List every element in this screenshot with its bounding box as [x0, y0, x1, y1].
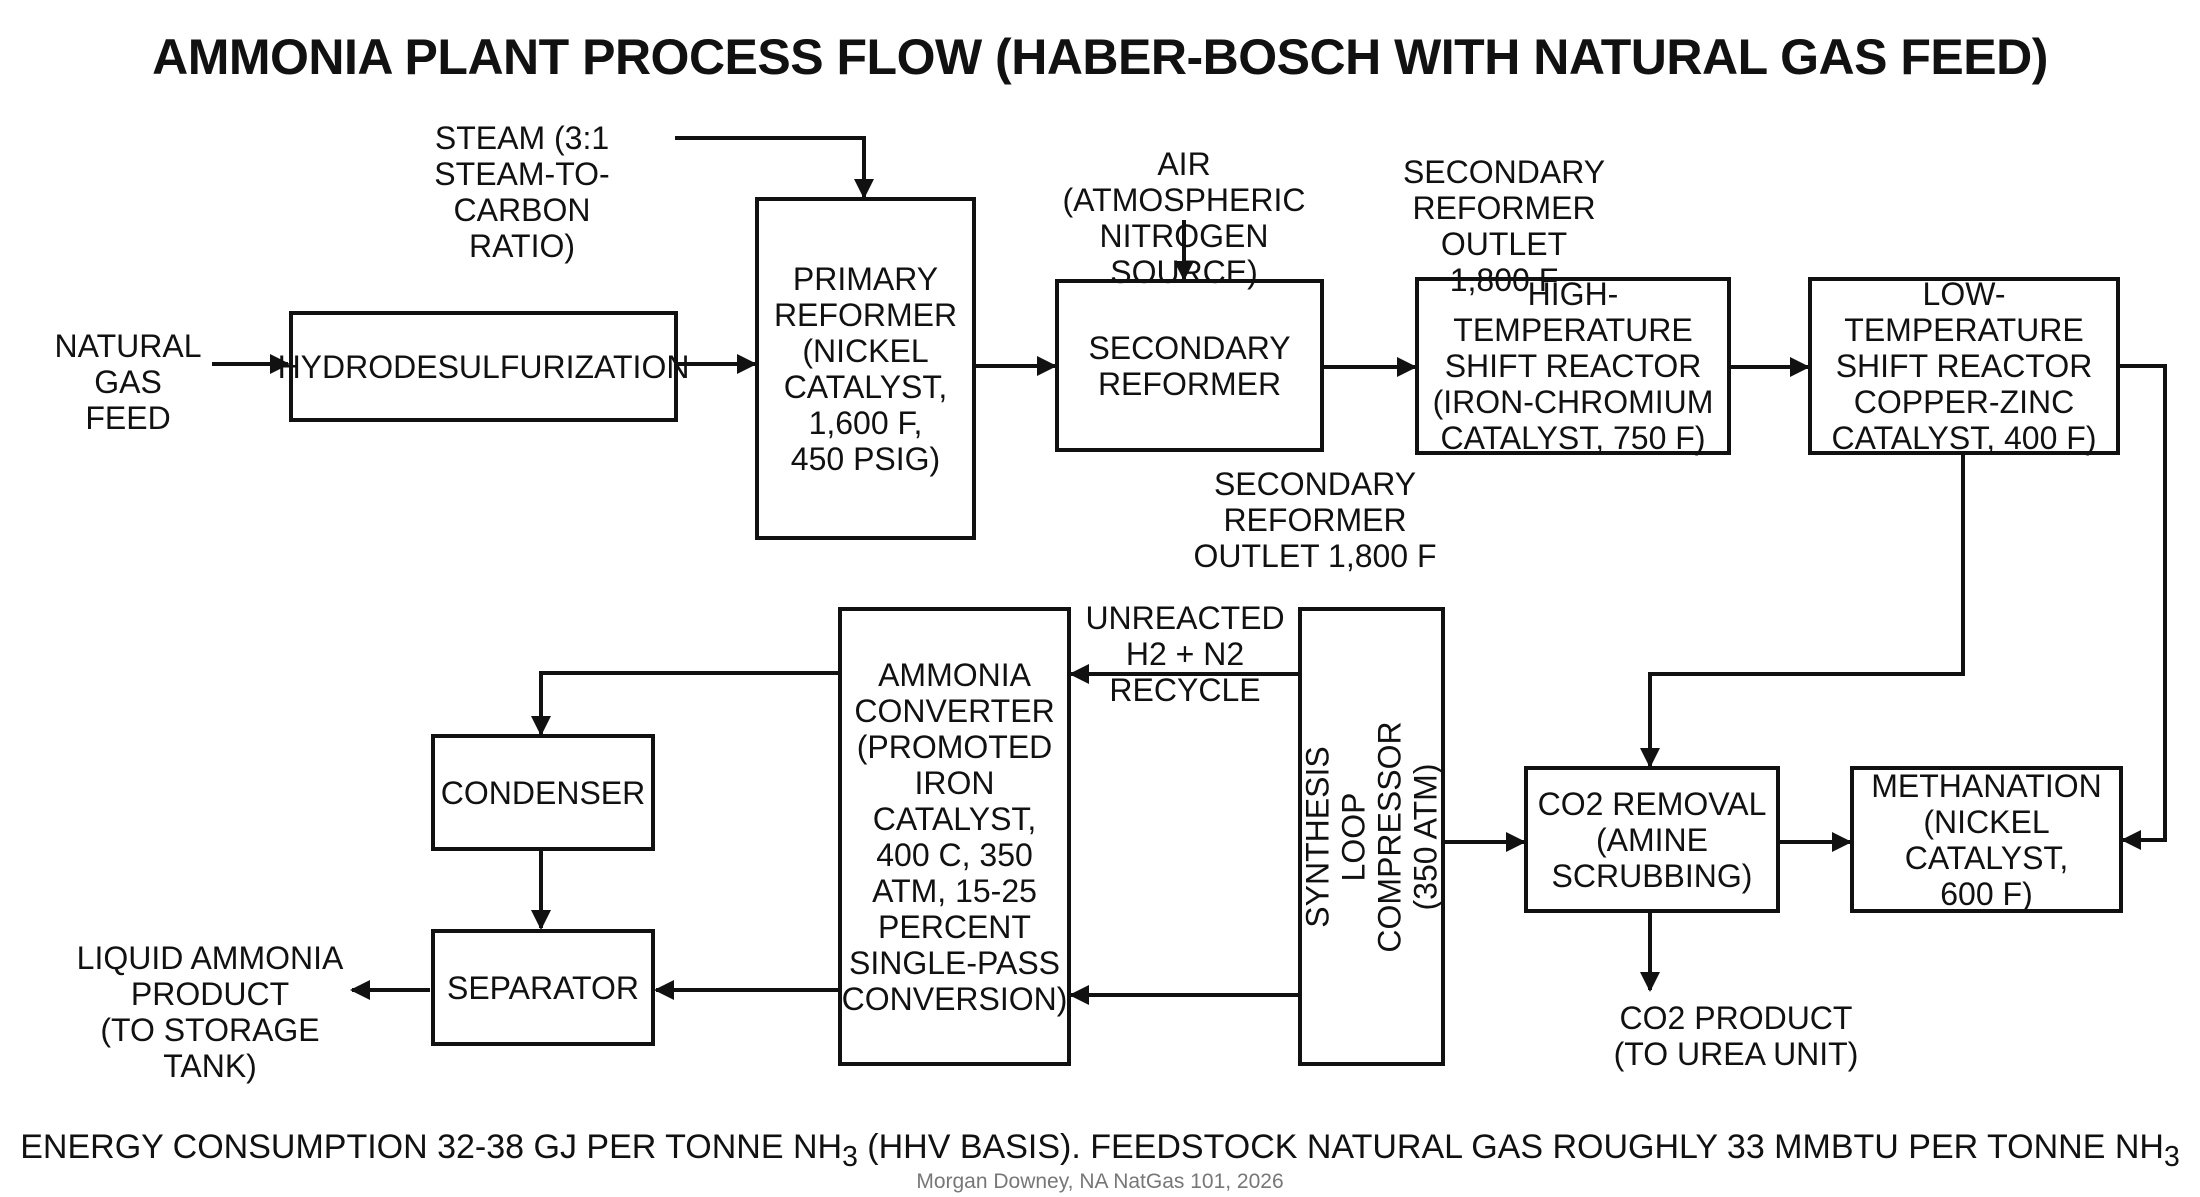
methanation-box: METHANATION (NICKEL CATALYST, 600 F)	[1850, 766, 2123, 913]
arrow-lts-to-co2	[1640, 455, 1965, 768]
footnote-part-1: ENERGY CONSUMPTION 32-38 GJ PER TONNE NH	[20, 1128, 843, 1166]
credit-line: Morgan Downey, NA NatGas 101, 2026	[916, 1170, 1284, 1193]
arrow-converter-to-condenser	[531, 671, 839, 736]
footnote-subscript-2: 3	[2163, 1140, 2180, 1173]
footnote-part-2: (HHV BASIS). FEEDSTOCK NATURAL GAS ROUGH…	[857, 1128, 2164, 1166]
ammonia-converter-box: AMMONIA CONVERTER (PROMOTED IRON CATALYS…	[838, 607, 1071, 1066]
separator-box: SEPARATOR	[431, 929, 655, 1046]
co2-product-label: CO2 PRODUCT (TO UREA UNIT)	[1613, 1000, 1859, 1072]
energy-footnote: ENERGY CONSUMPTION 32-38 GJ PER TONNE NH…	[0, 1128, 2200, 1174]
unreacted-recycle-label: UNREACTED H2 + N2 RECYCLE	[1085, 600, 1285, 708]
primary-reformer-box: PRIMARY REFORMER (NICKEL CATALYST, 1,600…	[755, 197, 976, 540]
co2-removal-box: CO2 REMOVAL (AMINE SCRUBBING)	[1524, 766, 1780, 913]
high-temperature-shift-reactor-box: HIGH-TEMPERATURE SHIFT REACTOR (IRON-CHR…	[1415, 276, 1731, 456]
low-temperature-shift-reactor-box: LOW-TEMPERATURE SHIFT REACTOR COPPER-ZIN…	[1808, 276, 2120, 456]
footnote-subscript-1: 3	[842, 1140, 858, 1173]
synthesis-loop-compressor-label: SYNTHESIS LOOP COMPRESSOR (350 ATM)	[1299, 720, 1444, 953]
hydrodesulfurization-box: HYDRODESULFURIZATION	[278, 311, 689, 422]
secondary-reformer-box: SECONDARY REFORMER	[1055, 279, 1324, 452]
condenser-box: CONDENSER	[431, 734, 655, 851]
natural-gas-feed-label: NATURAL GAS FEED	[54, 328, 202, 436]
liquid-ammonia-product-label: LIQUID AMMONIA PRODUCT (TO STORAGE TANK)	[76, 940, 344, 1084]
arrow-lts-to-methanation	[2120, 364, 2167, 850]
synthesis-loop-compressor-box: SYNTHESIS LOOP COMPRESSOR (350 ATM)	[1298, 607, 1445, 1066]
secondary-reformer-outlet-mid-label: SECONDARY REFORMER OUTLET 1,800 F	[1193, 466, 1437, 574]
secondary-reformer-outlet-top-label: SECONDARY REFORMER OUTLET 1,800 F	[1402, 154, 1606, 298]
arrow-steam-to-primary	[675, 136, 874, 199]
page-title: AMMONIA PLANT PROCESS FLOW (HABER-BOSCH …	[152, 29, 2048, 85]
air-label: AIR (ATMOSPHERIC NITROGEN SOURCE)	[1062, 146, 1306, 290]
steam-label: STEAM (3:1 STEAM-TO-CARBON RATIO)	[434, 120, 610, 264]
